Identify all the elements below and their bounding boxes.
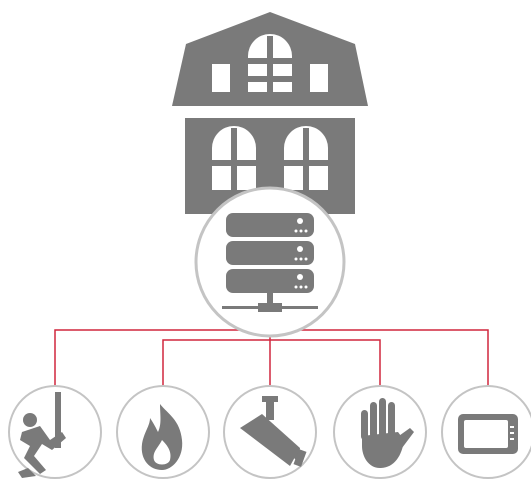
- device-intrusion: [9, 386, 101, 478]
- device-camera: [224, 386, 316, 478]
- control-panel-icon: [458, 414, 518, 454]
- server-rack-icon: [226, 213, 314, 293]
- window-top-right: [310, 64, 328, 92]
- device-fire: [117, 386, 209, 478]
- device-panel: [442, 386, 531, 478]
- server-hub: [196, 188, 344, 336]
- device-panic: [334, 386, 426, 478]
- window-top-left: [212, 64, 230, 92]
- inner-bus-line: [163, 340, 380, 392]
